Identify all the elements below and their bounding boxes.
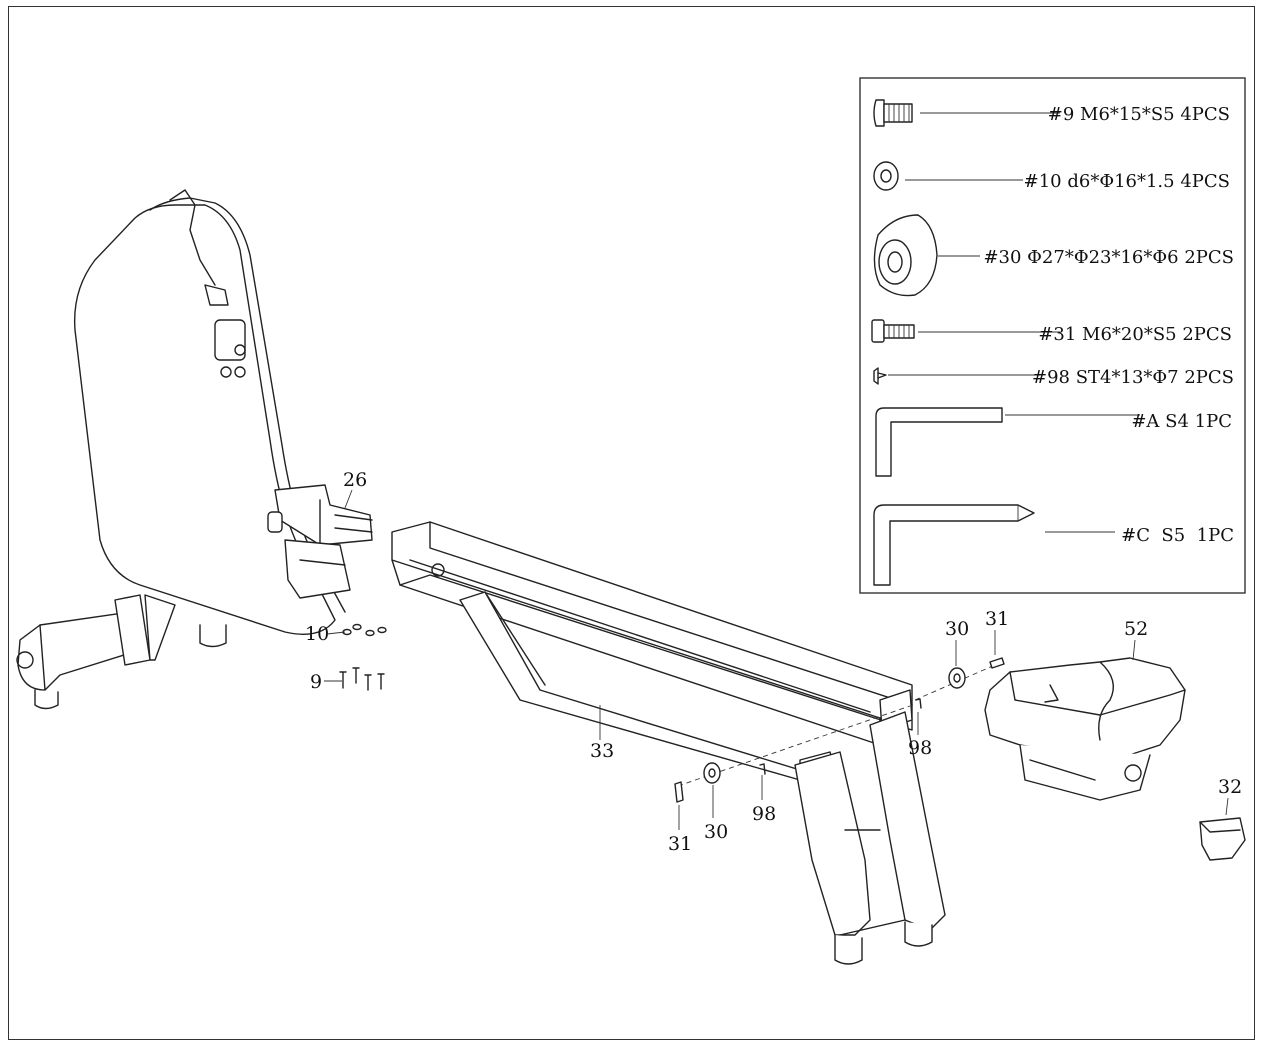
callout-52: 52 [1124,618,1148,661]
hardware-label-10: #10 d6*Φ16*1.5 4PCS [1024,171,1230,192]
front-stabilizer-foot [16,594,227,710]
callout-31-left: 31 [668,805,692,855]
callout-33: 33 [590,705,614,762]
callout-label-26: 26 [343,469,367,491]
callout-label-31-right: 31 [985,608,1009,630]
callout-label-98-right: 98 [908,737,932,759]
callout-label-30-left: 30 [704,821,728,843]
rear-foot-cap [984,657,1186,801]
callout-label-31-left: 31 [668,833,692,855]
end-cap [1199,817,1246,861]
socket-bolt-icon [871,319,915,343]
callout-26: 26 [343,469,367,509]
right-rail-hardware [914,657,1005,709]
bushing-icon [873,214,938,297]
callout-30-left: 30 [704,785,728,843]
diagram-frame [8,6,1255,1040]
allen-key-screwdriver-icon [873,504,1035,586]
callout-98-right: 98 [908,712,932,759]
button-head-bolt-icon [873,99,913,127]
callout-label-10: 10 [305,623,329,645]
hardware-label-31: #31 M6*20*S5 2PCS [1038,324,1232,345]
left-rail-hardware [674,705,911,803]
callout-98-left: 98 [752,775,776,825]
callout-10: 10 [305,623,387,645]
callout-32: 32 [1218,776,1242,816]
callout-30-right: 30 [945,618,969,666]
rear-support-frame [459,591,946,965]
hardware-pack-box: #9 M6*15*S5 4PCS #10 d6*Φ16*1.5 4PCS #30… [859,77,1246,594]
callout-9: 9 [310,667,385,693]
main-rail [391,521,913,746]
allen-key-icon [875,407,1003,477]
callout-31-right: 31 [985,608,1009,655]
callout-label-32: 32 [1218,776,1242,798]
callout-label-9: 9 [310,671,322,693]
callout-label-33: 33 [590,740,614,762]
callout-label-30-right: 30 [945,618,969,640]
hardware-label-c: #C S5 1PC [1121,525,1234,546]
mounting-bracket [267,484,373,599]
flat-washer-icon [873,161,899,191]
callout-label-98-left: 98 [752,803,776,825]
tapping-screw-icon [873,367,887,385]
hardware-label-9: #9 M6*15*S5 4PCS [1048,104,1230,125]
callout-label-52: 52 [1124,618,1148,640]
hardware-label-98: #98 ST4*13*Φ7 2PCS [1032,367,1234,388]
hardware-label-30: #30 Φ27*Φ23*16*Φ6 2PCS [983,247,1234,268]
hardware-label-a: #A S4 1PC [1131,411,1232,432]
